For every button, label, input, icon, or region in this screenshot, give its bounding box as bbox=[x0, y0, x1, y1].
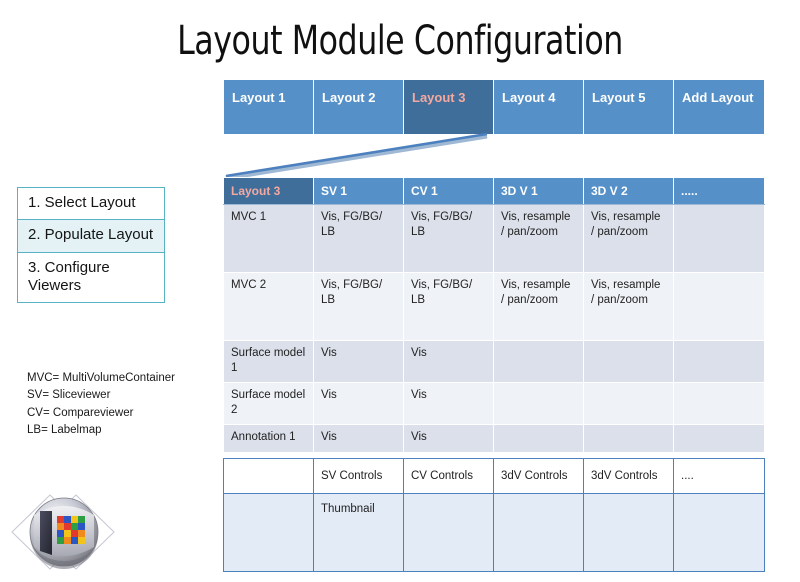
controls-header-3dv-b[interactable]: 3dV Controls bbox=[583, 458, 674, 494]
cell-mvc2-sv1[interactable]: Vis, FG/BG/ LB bbox=[313, 271, 404, 341]
row-label-mvc2: MVC 2 bbox=[223, 271, 314, 341]
table-row: Surface model 2 Vis Vis bbox=[223, 381, 765, 425]
step-select-layout[interactable]: 1. Select Layout bbox=[18, 188, 164, 221]
layout-tab-bar: Layout 1 Layout 2 Layout 3 Layout 4 Layo… bbox=[223, 79, 765, 135]
step-populate-layout[interactable]: 2. Populate Layout bbox=[18, 220, 164, 253]
controls-cell-thumbnail[interactable]: Thumbnail bbox=[313, 493, 404, 572]
cell-mvc1-sv1[interactable]: Vis, FG/BG/ LB bbox=[313, 203, 404, 273]
legend-line-mvc: MVC= MultiVolumeContainer bbox=[27, 372, 175, 384]
table-row: Annotation 1 Vis Vis bbox=[223, 423, 765, 453]
table-row: MVC 1 Vis, FG/BG/ LB Vis, FG/BG/ LB Vis,… bbox=[223, 203, 765, 273]
cell-surface1-3dv2[interactable] bbox=[583, 339, 674, 383]
controls-header-3dv-a[interactable]: 3dV Controls bbox=[493, 458, 584, 494]
controls-cell-blank bbox=[223, 493, 314, 572]
cell-surface2-3dv1[interactable] bbox=[493, 381, 584, 425]
layout-tab-1[interactable]: Layout 1 bbox=[223, 79, 314, 135]
controls-cell-3dv-a[interactable] bbox=[493, 493, 584, 572]
viewer-controls-table: SV Controls CV Controls 3dV Controls 3dV… bbox=[223, 458, 765, 572]
controls-header-row: SV Controls CV Controls 3dV Controls 3dV… bbox=[223, 458, 765, 494]
config-header-sv1[interactable]: SV 1 bbox=[313, 177, 404, 205]
controls-header-sv[interactable]: SV Controls bbox=[313, 458, 404, 494]
cell-surface1-sv1[interactable]: Vis bbox=[313, 339, 404, 383]
legend-line-lb: LB= Labelmap bbox=[27, 424, 102, 437]
config-header-3dv2[interactable]: 3D V 2 bbox=[583, 177, 674, 205]
cell-surface2-3dv2[interactable] bbox=[583, 381, 674, 425]
row-label-mvc1: MVC 1 bbox=[223, 203, 314, 273]
cell-annotation1-3dv1[interactable] bbox=[493, 423, 584, 453]
legend-line-cv: CV= Compareviewer bbox=[27, 406, 134, 419]
cell-surface1-3dv1[interactable] bbox=[493, 339, 584, 383]
controls-header-cv[interactable]: CV Controls bbox=[403, 458, 494, 494]
cell-surface2-cv1[interactable]: Vis bbox=[403, 381, 494, 425]
cell-surface2-more[interactable] bbox=[673, 381, 765, 425]
layout-tab-4[interactable]: Layout 4 bbox=[493, 79, 584, 135]
abbreviation-legend: MVC= MultiVolumeContainer SV= Sliceviewe… bbox=[27, 370, 175, 440]
layout-tab-2[interactable]: Layout 2 bbox=[313, 79, 404, 135]
config-header-more[interactable]: ..... bbox=[673, 177, 765, 205]
page-title: Layout Module Configuration bbox=[177, 18, 623, 64]
layout-tab-5[interactable]: Layout 5 bbox=[583, 79, 674, 135]
cell-annotation1-3dv2[interactable] bbox=[583, 423, 674, 453]
step-configure-viewers[interactable]: 3. Configure Viewers bbox=[28, 258, 110, 294]
cell-mvc2-3dv1[interactable]: Vis, resample / pan/zoom bbox=[493, 271, 584, 341]
config-table-header-row: Layout 3 SV 1 CV 1 3D V 1 3D V 2 ..... bbox=[223, 177, 765, 205]
cell-mvc2-more[interactable] bbox=[673, 271, 765, 341]
row-label-surface-model-1: Surface model 1 bbox=[223, 339, 314, 383]
controls-header-blank bbox=[223, 458, 314, 494]
cell-annotation1-more[interactable] bbox=[673, 423, 765, 453]
table-row: Surface model 1 Vis Vis bbox=[223, 339, 765, 383]
config-header-layout3[interactable]: Layout 3 bbox=[223, 177, 314, 205]
row-label-annotation-1: Annotation 1 bbox=[223, 423, 314, 453]
legend-line-sv: SV= Sliceviewer bbox=[27, 389, 111, 402]
cell-mvc1-3dv2[interactable]: Vis, resample / pan/zoom bbox=[583, 203, 674, 273]
cell-mvc1-3dv1[interactable]: Vis, resample / pan/zoom bbox=[493, 203, 584, 273]
layout-tab-3[interactable]: Layout 3 bbox=[403, 79, 494, 135]
controls-cell-cv[interactable] bbox=[403, 493, 494, 572]
controls-cell-more[interactable] bbox=[673, 493, 765, 572]
cell-annotation1-cv1[interactable]: Vis bbox=[403, 423, 494, 453]
config-header-3dv1[interactable]: 3D V 1 bbox=[493, 177, 584, 205]
cell-surface1-cv1[interactable]: Vis bbox=[403, 339, 494, 383]
add-layout-tab[interactable]: Add Layout bbox=[673, 79, 765, 135]
row-label-surface-model-2: Surface model 2 bbox=[223, 381, 314, 425]
cell-mvc1-more[interactable] bbox=[673, 203, 765, 273]
workflow-steps-panel: 1. Select Layout 2. Populate Layout 3. C… bbox=[17, 187, 165, 304]
controls-cell-3dv-b[interactable] bbox=[583, 493, 674, 572]
table-row: MVC 2 Vis, FG/BG/ LB Vis, FG/BG/ LB Vis,… bbox=[223, 271, 765, 341]
cell-annotation1-sv1[interactable]: Vis bbox=[313, 423, 404, 453]
cell-surface1-more[interactable] bbox=[673, 339, 765, 383]
cell-mvc2-cv1[interactable]: Vis, FG/BG/ LB bbox=[403, 271, 494, 341]
controls-header-more[interactable]: .... bbox=[673, 458, 765, 494]
controls-body-row: Thumbnail bbox=[223, 493, 765, 572]
cell-surface2-sv1[interactable]: Vis bbox=[313, 381, 404, 425]
layout-configuration-table: Layout 3 SV 1 CV 1 3D V 1 3D V 2 ..... M… bbox=[223, 177, 765, 453]
layout-tab-row: Layout 1 Layout 2 Layout 3 Layout 4 Layo… bbox=[223, 79, 765, 135]
cell-mvc2-3dv2[interactable]: Vis, resample / pan/zoom bbox=[583, 271, 674, 341]
config-header-cv1[interactable]: CV 1 bbox=[403, 177, 494, 205]
3d-slicer-logo-icon bbox=[11, 494, 115, 570]
cell-mvc1-cv1[interactable]: Vis, FG/BG/ LB bbox=[403, 203, 494, 273]
